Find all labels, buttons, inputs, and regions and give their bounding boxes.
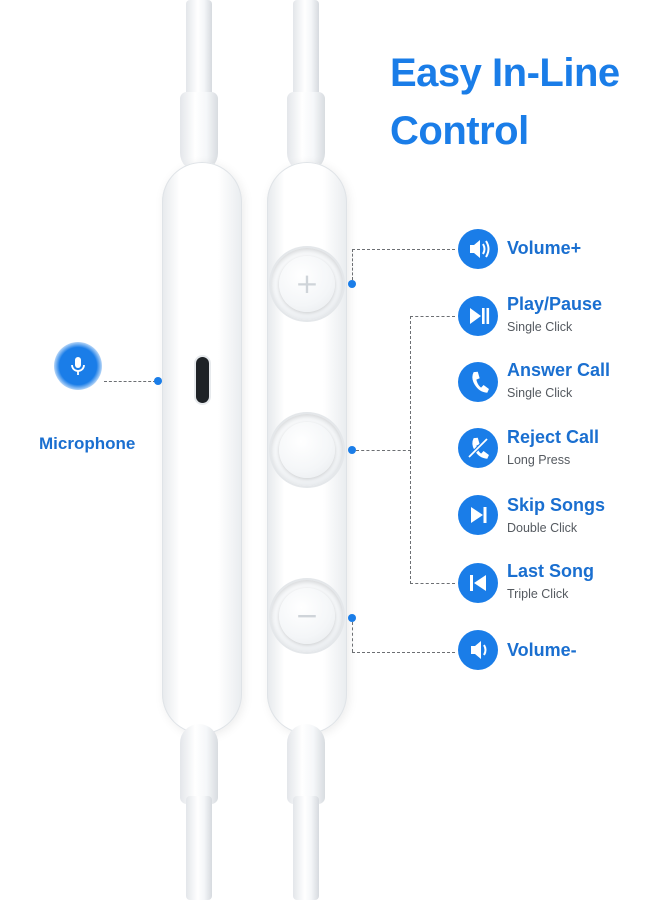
volume-down-button-face: − xyxy=(279,588,335,644)
right-cable-top xyxy=(293,0,319,100)
volume-up-leader-vertical xyxy=(352,249,353,280)
reject-call-sub: Long Press xyxy=(507,453,571,467)
play-pause-leader-line xyxy=(410,316,455,317)
volume-up-button[interactable]: + xyxy=(271,248,343,320)
phone-reject-icon xyxy=(458,428,498,468)
last-song-label: Last Song xyxy=(507,561,595,581)
volume-up-button-face: + xyxy=(279,256,335,312)
volume-up-label: Volume+ xyxy=(507,238,582,258)
multifunction-button-face xyxy=(279,422,335,478)
volume-down-button[interactable]: − xyxy=(271,580,343,652)
microphone-leader-line xyxy=(104,381,156,382)
skip-songs-label: Skip Songs xyxy=(507,495,606,515)
multifunction-leader-dot xyxy=(348,446,356,454)
microphone-leader-dot xyxy=(154,377,162,385)
multifunction-button[interactable] xyxy=(271,414,343,486)
last-song-leader-line xyxy=(410,583,455,584)
volume-up-icon xyxy=(458,229,498,269)
play-pause-icon xyxy=(458,296,498,336)
volume-down-leader-vertical xyxy=(352,622,353,652)
multifunction-leader-line xyxy=(356,450,411,451)
page-title: Easy In-Line Control xyxy=(390,44,655,160)
volume-down-icon xyxy=(458,630,498,670)
right-cable-bottom xyxy=(293,796,319,900)
title-line-1: Easy In-Line xyxy=(390,51,620,95)
play-pause-sub: Single Click xyxy=(507,320,573,334)
last-song-sub: Triple Click xyxy=(507,587,569,601)
volume-up-leader-dot xyxy=(348,280,356,288)
phone-answer-icon xyxy=(458,362,498,402)
plus-icon: + xyxy=(295,267,319,300)
left-cable-bottom xyxy=(186,796,212,900)
multifunction-bracket xyxy=(410,316,411,584)
volume-down-leader-dot xyxy=(348,614,356,622)
volume-down-leader-line xyxy=(352,652,455,653)
volume-up-leader-line xyxy=(352,249,455,250)
minus-icon: − xyxy=(295,599,319,632)
skip-songs-sub: Double Click xyxy=(507,521,578,535)
microphone-slot xyxy=(196,357,209,403)
microphone-icon xyxy=(66,354,90,378)
left-remote-shoulder-top xyxy=(180,92,218,172)
answer-call-label: Answer Call xyxy=(507,360,611,380)
right-remote-shoulder-top xyxy=(287,92,325,172)
skip-previous-icon xyxy=(458,563,498,603)
left-cable-top xyxy=(186,0,212,100)
play-pause-label: Play/Pause xyxy=(507,294,603,314)
volume-down-label: Volume- xyxy=(507,640,577,660)
left-remote-shoulder-bottom xyxy=(180,724,218,804)
reject-call-label: Reject Call xyxy=(507,427,600,447)
answer-call-sub: Single Click xyxy=(507,386,573,400)
right-remote-shoulder-bottom xyxy=(287,724,325,804)
skip-next-icon xyxy=(458,495,498,535)
title-line-2: Control xyxy=(390,109,529,153)
left-remote-body xyxy=(162,162,242,734)
microphone-label: Microphone xyxy=(39,434,136,453)
